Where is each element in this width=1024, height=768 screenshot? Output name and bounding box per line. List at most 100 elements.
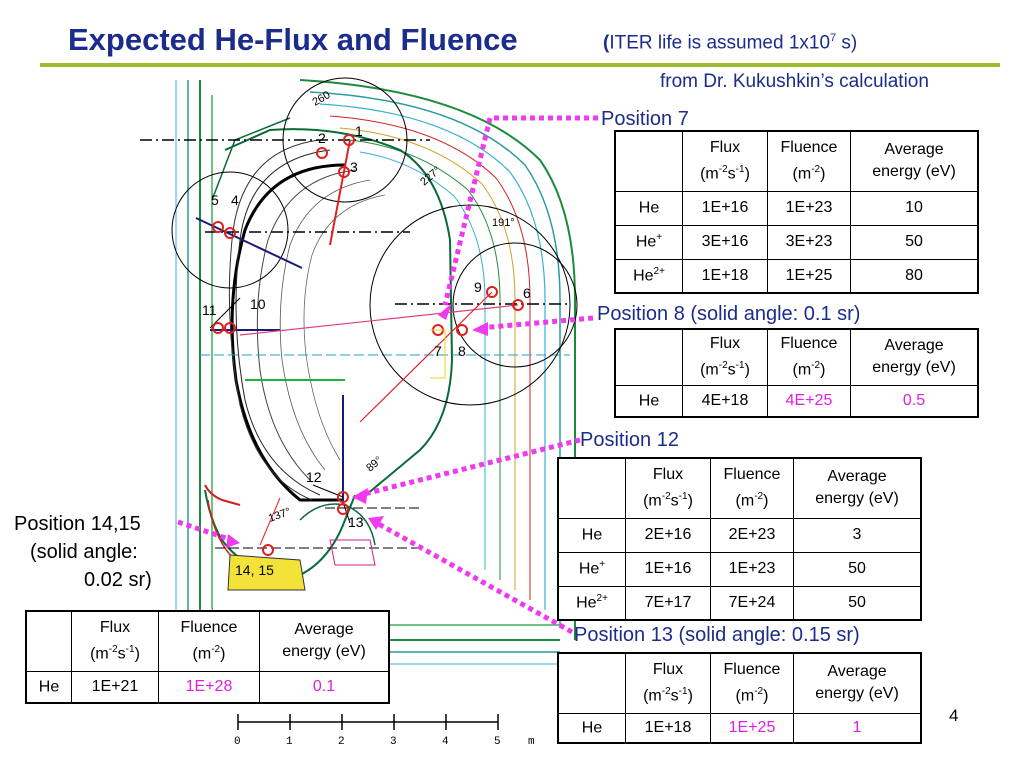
title-underline (40, 63, 1000, 67)
scale-tick-0: 0 (234, 736, 241, 748)
table-corner (614, 130, 683, 192)
table-row: He 1E+16 1E+23 10 (614, 190, 979, 226)
species-cell: He (614, 384, 683, 418)
page-title: Expected He-Flux and Fluence (68, 22, 518, 57)
marker-label-13: 13 (348, 514, 364, 530)
flux-cell: 1E+21 (71, 670, 159, 704)
marker-label-3: 3 (350, 159, 358, 175)
fluence-cell: 4E+25 (767, 384, 851, 418)
fluence-cell: 1E+25 (767, 258, 851, 294)
table-corner (614, 328, 683, 386)
position-8-label: Position 8 (solid angle: 0.1 sr) (597, 303, 861, 325)
species-cell: He+ (614, 224, 683, 260)
flux-cell: 1E+16 (682, 190, 768, 226)
marker-label-14-15: 14, 15 (235, 562, 274, 578)
fluence-cell: 3E+23 (767, 224, 851, 260)
angle-label-191: 191° (492, 217, 515, 229)
energy-cell: 1 (793, 712, 922, 744)
marker-label-4: 4 (231, 192, 239, 208)
flux-cell: 3E+16 (682, 224, 768, 260)
energy-cell: 80 (850, 258, 979, 294)
scale-tick-4: 4 (442, 736, 449, 748)
species-cell: He (557, 517, 626, 553)
energy-cell: 3 (793, 517, 922, 553)
fluence-header: Fluence(m-2) (767, 130, 851, 192)
species-cell: He (614, 190, 683, 226)
subtitle-exponent: 7 (830, 32, 837, 44)
flux-cell: 4E+18 (682, 384, 768, 418)
table-corner (557, 457, 626, 519)
position-14-15-label-line2: (solid angle: (30, 541, 138, 563)
table-corner (25, 610, 72, 672)
scale-tick-3: 3 (390, 736, 397, 748)
flux-header: Flux(m-2s-1) (682, 130, 768, 192)
position-7-label: Position 7 (601, 108, 689, 130)
energy-cell: 50 (850, 224, 979, 260)
marker-label-8: 8 (458, 343, 466, 359)
scale-tick-1: 1 (286, 736, 293, 748)
fluence-cell: 1E+28 (158, 670, 260, 704)
page-subtitle: (ITER life is assumed 1x107 s) (603, 32, 857, 54)
fluence-cell: 1E+25 (710, 712, 794, 744)
fluence-cell: 7E+24 (710, 585, 794, 621)
flux-cell: 7E+17 (625, 585, 711, 621)
marker-label-12: 12 (306, 469, 322, 485)
fluence-cell: 1E+23 (767, 190, 851, 226)
source-note: from Dr. Kukushkin’s calculation (660, 71, 929, 92)
table-corner (557, 652, 626, 714)
marker-label-2: 2 (318, 130, 326, 146)
energy-cell: 50 (793, 585, 922, 621)
position-12-label: Position 12 (580, 429, 679, 451)
flux-header: Flux(m-2s-1) (71, 610, 159, 672)
energy-cell: 10 (850, 190, 979, 226)
scale-tick-5: 5 (494, 736, 501, 748)
flux-cell: 2E+16 (625, 517, 711, 553)
position-14-15-label-line1: Position 14,15 (14, 513, 141, 535)
subtitle-paren: ( (603, 32, 610, 54)
table-row: He 4E+18 4E+25 0.5 (614, 384, 979, 418)
flux-header: Flux(m-2s-1) (682, 328, 768, 386)
table-row: He2+ 7E+17 7E+24 50 (557, 585, 922, 621)
marker-label-5: 5 (211, 192, 219, 208)
fluence-cell: 1E+23 (710, 551, 794, 587)
angle-label-137: 137° (267, 506, 292, 525)
fluence-header: Fluence(m-2) (158, 610, 260, 672)
marker-label-1: 1 (355, 123, 363, 139)
scale-tick-2: 2 (338, 736, 345, 748)
energy-cell: 0.5 (850, 384, 979, 418)
flux-header: Flux(m-2s-1) (625, 457, 711, 519)
marker-label-7: 7 (434, 343, 442, 359)
table-row: He 1E+18 1E+25 1 (557, 712, 922, 744)
scale-unit: m (528, 736, 535, 748)
position-14-15-label-line3: 0.02 sr) (84, 569, 152, 591)
table-row: He+ 1E+16 1E+23 50 (557, 551, 922, 587)
position-14-15-label: Position 14,15 (solid angle: 0.02 sr) (10, 510, 152, 594)
fluence-cell: 2E+23 (710, 517, 794, 553)
flux-cell: 1E+18 (625, 712, 711, 744)
marker-label-10: 10 (250, 296, 266, 312)
subtitle-text: ITER life is assumed 1x10 (609, 32, 831, 54)
marker-label-9: 9 (474, 279, 482, 295)
flux-header: Flux(m-2s-1) (625, 652, 711, 714)
energy-cell: 50 (793, 551, 922, 587)
species-cell: He (557, 712, 626, 744)
species-cell: He (25, 670, 72, 704)
table-row: He 2E+16 2E+23 3 (557, 517, 922, 553)
fluence-header: Fluence(m-2) (710, 457, 794, 519)
subtitle-tail: s) (836, 32, 858, 54)
marker-label-6: 6 (523, 285, 531, 301)
table-row: He2+ 1E+18 1E+25 80 (614, 258, 979, 294)
species-cell: He+ (557, 551, 626, 587)
marker-label-11: 11 (202, 302, 217, 318)
page-number: 4 (949, 706, 959, 725)
